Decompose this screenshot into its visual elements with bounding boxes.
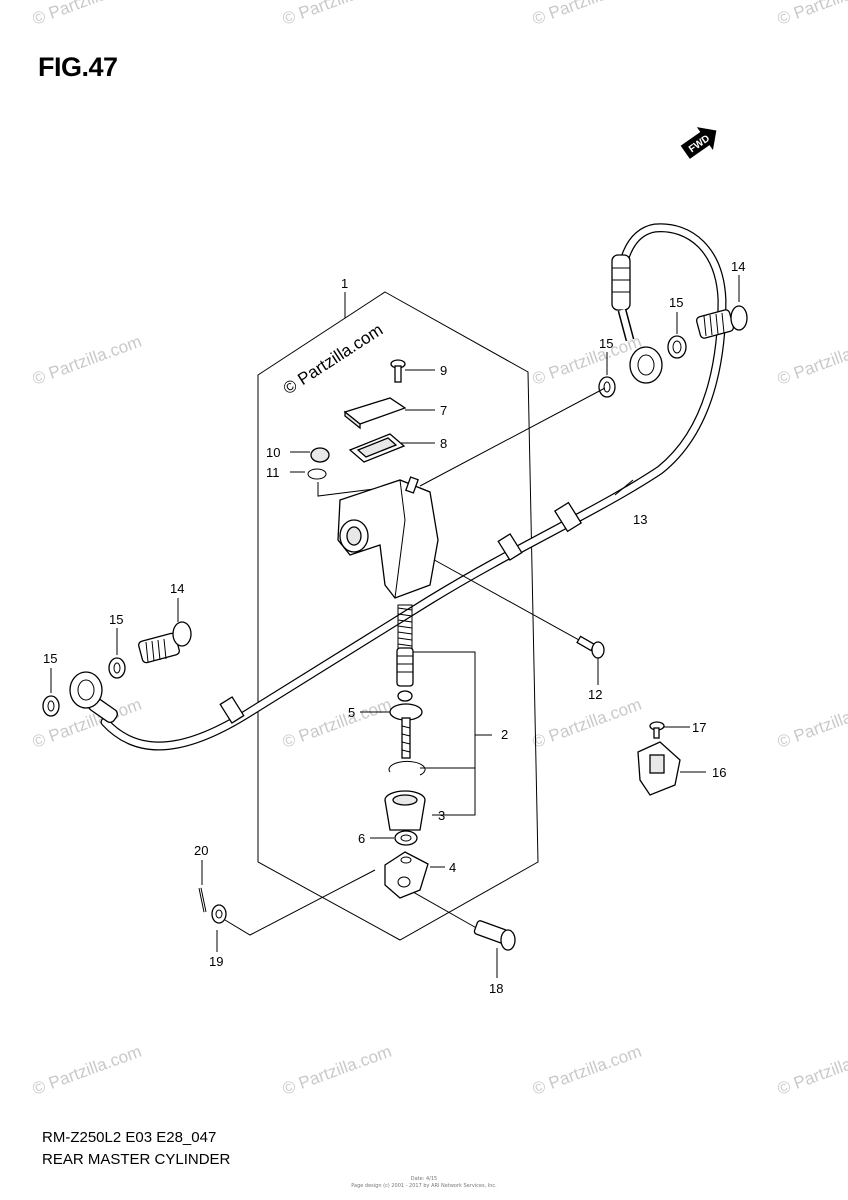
watermark: © Partzilla.com (775, 1042, 848, 1099)
callout-15: 15 (599, 336, 613, 351)
watermark: © Partzilla.com (775, 332, 848, 389)
washer-15 (598, 376, 616, 398)
callout-20: 20 (194, 843, 208, 858)
clevis-4 (384, 851, 429, 899)
callout-14: 14 (731, 259, 745, 274)
watermark: © Partzilla.com (30, 332, 144, 389)
callout-15: 15 (43, 651, 57, 666)
callout-15: 15 (109, 612, 123, 627)
watermark: © Partzilla.com (30, 0, 144, 29)
boot-3 (384, 790, 426, 831)
screw-12 (576, 635, 605, 659)
watermark: © Partzilla.com (775, 695, 848, 752)
watermark: © Partzilla.com (775, 0, 848, 29)
cap-screw-9 (390, 359, 406, 383)
union-bolt-14-left (138, 621, 192, 664)
footer-copyright: Page design (c) 2001 - 2017 by ARI Netwo… (351, 1183, 497, 1189)
union-bolt-14-right (695, 305, 748, 339)
callout-9: 9 (440, 363, 447, 378)
callout-12: 12 (588, 687, 602, 702)
callout-17: 17 (692, 720, 706, 735)
hose-sleeve (611, 254, 631, 311)
watermark: © Partzilla.com (530, 695, 644, 752)
hose-clamp (497, 533, 523, 561)
diaphragm-8 (348, 433, 406, 463)
callout-2: 2 (501, 727, 508, 742)
leader-lines (50, 275, 740, 978)
callout-8: 8 (440, 436, 447, 451)
callouts: 1 2 3 4 5 6 7 8 9 10 11 12 13 14 14 15 1… (43, 259, 745, 996)
model-code: RM-Z250L2 E03 E28_047 (42, 1129, 217, 1146)
callout-6: 6 (358, 831, 365, 846)
callout-11: 11 (266, 465, 280, 480)
watermark: © Partzilla.com (30, 1042, 144, 1099)
master-cylinder-body (337, 476, 439, 599)
washer-15 (108, 657, 126, 679)
watermark: © Partzilla.com (280, 0, 394, 29)
watermark: © Partzilla.com (530, 0, 644, 29)
piston (396, 647, 414, 702)
screw-17 (649, 721, 665, 739)
brake-hose (88, 223, 727, 751)
plug-10 (310, 447, 330, 463)
callout-13: 13 (633, 512, 647, 527)
assembly-outline (257, 291, 539, 941)
hose-guide-16 (637, 741, 681, 796)
watermark-grid: © Partzilla.com © Partzilla.com © Partzi… (30, 0, 848, 1099)
push-rod-5 (389, 703, 423, 759)
callout-3: 3 (438, 808, 445, 823)
watermark: © Partzilla.com (280, 1042, 394, 1099)
snap-ring-11 (307, 468, 327, 480)
hose-clamp (219, 696, 245, 724)
banjo-fitting-right (629, 346, 663, 384)
callout-19: 19 (209, 954, 223, 969)
callout-14: 14 (170, 581, 184, 596)
reservoir-cap-7 (343, 397, 407, 430)
callout-1: 1 (341, 276, 348, 291)
washer-15 (42, 695, 60, 717)
fwd-arrow-icon: FWD (680, 127, 717, 159)
callout-10: 10 (266, 445, 280, 460)
watermark: © Partzilla.com (530, 1042, 644, 1099)
callout-7: 7 (440, 403, 447, 418)
banjo-fitting-left (69, 671, 103, 709)
washer-19 (211, 904, 227, 924)
clevis-pin-18 (473, 920, 516, 951)
watermark: © Partzilla.com (280, 695, 394, 752)
callout-5: 5 (348, 705, 355, 720)
cotter-pin-20 (198, 887, 207, 913)
washer-15 (667, 335, 687, 359)
callout-16: 16 (712, 765, 726, 780)
footer-note: Date: 4/15 (410, 1176, 438, 1182)
diagram-title: REAR MASTER CYLINDER (42, 1151, 231, 1168)
watermark-main: © Partzilla.com (280, 320, 386, 398)
callout-15: 15 (669, 295, 683, 310)
figure-title: FIG.47 (38, 52, 118, 82)
nut-6 (394, 830, 418, 846)
circlip (388, 760, 426, 776)
hose-clamp (553, 501, 583, 533)
callout-4: 4 (449, 860, 456, 875)
callout-18: 18 (489, 981, 503, 996)
